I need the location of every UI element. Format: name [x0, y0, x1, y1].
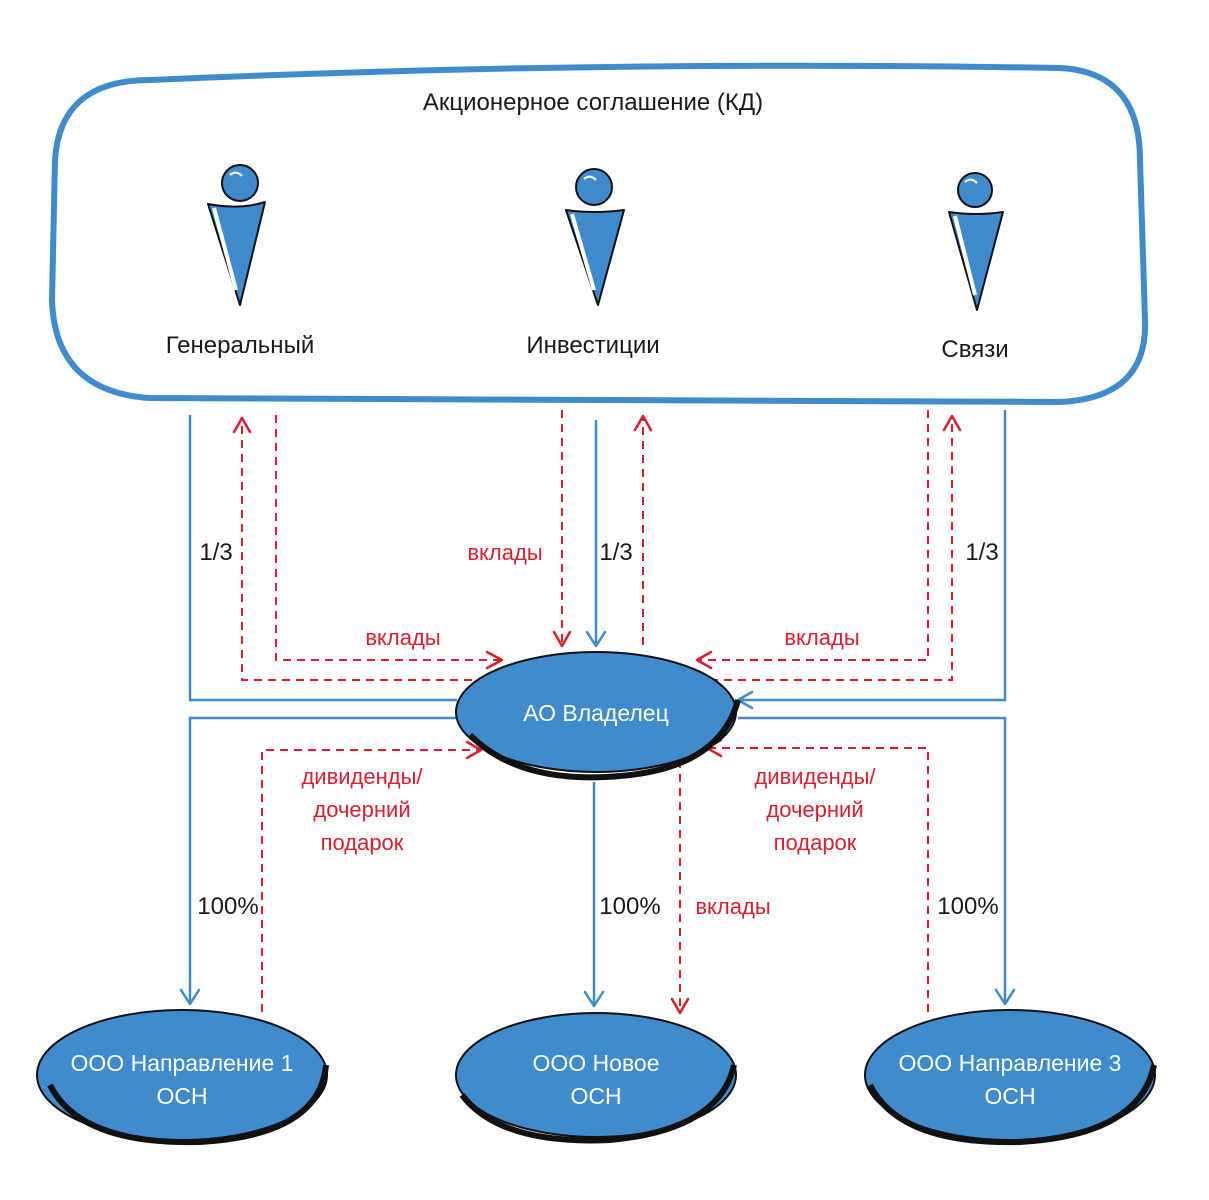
share-line-left	[188, 415, 457, 702]
dividend-line-left	[261, 749, 480, 1012]
person-label-relations: Связи	[941, 336, 1008, 363]
owner-node: АО Владелец	[455, 651, 741, 781]
arrowhead	[465, 740, 483, 760]
arrowhead	[179, 988, 201, 1006]
arrowhead	[232, 416, 252, 434]
share-label-right: 1/3	[965, 539, 998, 566]
arrowhead	[670, 997, 690, 1015]
person-icon	[207, 164, 266, 306]
owner-label: АО Владелец	[523, 700, 669, 726]
contrib-label-right: вклады	[784, 625, 859, 650]
arrowhead	[633, 414, 653, 432]
stake-label-left: 100%	[197, 893, 258, 920]
arrowhead	[485, 650, 504, 670]
stake-line-right	[738, 716, 1007, 1003]
person-icon	[948, 172, 1004, 311]
subsidiary-3-line1: ООО Направление 3	[899, 1050, 1122, 1076]
contrib-line-right	[698, 410, 929, 661]
person-label-investments: Инвестиции	[526, 332, 659, 359]
arrowhead	[994, 988, 1016, 1006]
subsidiary-1-line2: ОСН	[156, 1083, 207, 1109]
arrowhead	[585, 630, 607, 648]
agreement-title: Акционерное соглашение (КД)	[423, 89, 763, 116]
share-line-right	[738, 410, 1007, 702]
arrowhead	[695, 650, 713, 670]
contrib-label-left: вклады	[365, 625, 440, 650]
dividend-label-right-line3: подарок	[774, 830, 857, 855]
dividend-label-left: дивиденды/ дочерний подарок	[301, 764, 423, 855]
share-label-mid: 1/3	[599, 539, 632, 566]
share-label-left: 1/3	[199, 539, 232, 566]
stake-label-mid: 100%	[599, 893, 660, 920]
arrowhead	[942, 414, 962, 432]
contrib-label-mid: вклады	[467, 540, 542, 565]
arrowhead	[552, 630, 572, 648]
subsidiary-node-1: ООО Направление 1 ОСН	[36, 1009, 329, 1146]
dividend-label-left-line2: дочерний	[313, 797, 410, 822]
subsidiary-2-line1: ООО Новое	[532, 1050, 659, 1076]
subsidiary-2-line2: ОСН	[570, 1083, 621, 1109]
dividend-label-right-line1: дивиденды/	[754, 764, 876, 789]
dividend-label-left-line3: подарок	[321, 830, 404, 855]
dividend-label-left-line1: дивиденды/	[301, 764, 423, 789]
dividend-up-left	[241, 420, 500, 681]
contrib-label-bottom: вклады	[695, 894, 770, 919]
dividend-up-right	[710, 418, 953, 681]
subsidiary-node-2: ООО Новое ОСН	[455, 1012, 737, 1144]
subsidiary-1-line1: ООО Направление 1	[71, 1050, 294, 1076]
stake-line-left	[188, 716, 457, 1003]
dividend-label-right: дивиденды/ дочерний подарок	[754, 764, 876, 855]
dividend-label-right-line2: дочерний	[766, 797, 863, 822]
stake-label-right: 100%	[937, 893, 998, 920]
person-label-general: Генеральный	[166, 332, 314, 359]
person-icon	[565, 168, 625, 306]
arrowhead	[583, 990, 605, 1008]
dividend-line-right	[708, 747, 929, 1012]
subsidiary-3-line2: ОСН	[984, 1083, 1035, 1109]
subsidiary-node-3: ООО Направление 3 ОСН	[864, 1009, 1157, 1146]
contrib-line-left	[275, 415, 500, 661]
